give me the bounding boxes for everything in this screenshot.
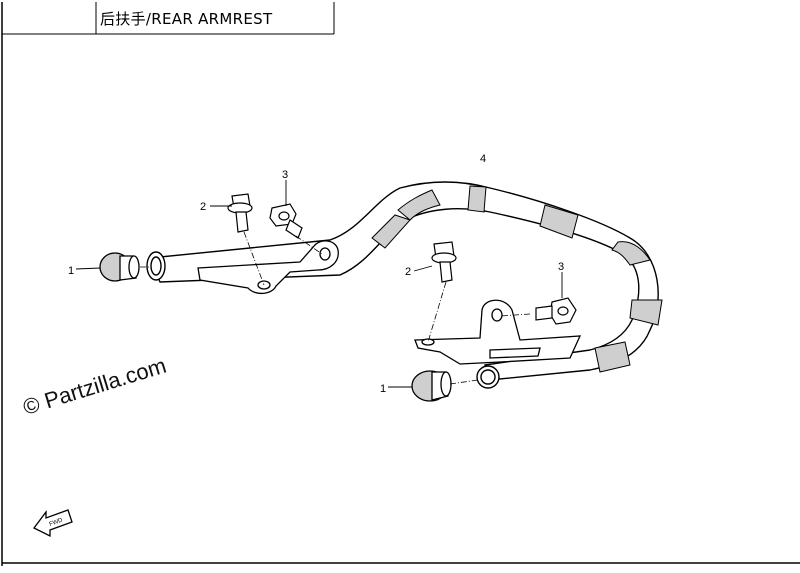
callout-right-nut: 3 [558,261,564,273]
right-end-plug [411,370,452,402]
right-mounting-bracket [414,299,582,365]
left-tube-end [146,251,166,281]
left-flange-nut [269,203,303,239]
left-flange-bolt [227,193,253,233]
callout-right-bolt: 2 [405,266,411,278]
right-flange-bolt [431,241,457,283]
callout-left-plug: 1 [68,265,74,277]
callout-armrest: 4 [480,153,486,165]
right-tube-end [476,365,500,389]
assembly-center-lines [140,231,531,385]
right-flange-nut [535,297,577,325]
left-end-plug [99,252,140,282]
fwd-label: FWD [49,517,65,528]
callout-left-bolt: 2 [200,201,206,213]
diagram-title: 后扶手/REAR ARMREST [100,10,273,28]
callout-right-plug: 1 [380,383,386,395]
callout-leaders [75,180,563,388]
callout-left-nut: 3 [282,169,288,181]
tube-shading [371,185,663,373]
fwd-arrow-icon: FWD [33,509,73,538]
